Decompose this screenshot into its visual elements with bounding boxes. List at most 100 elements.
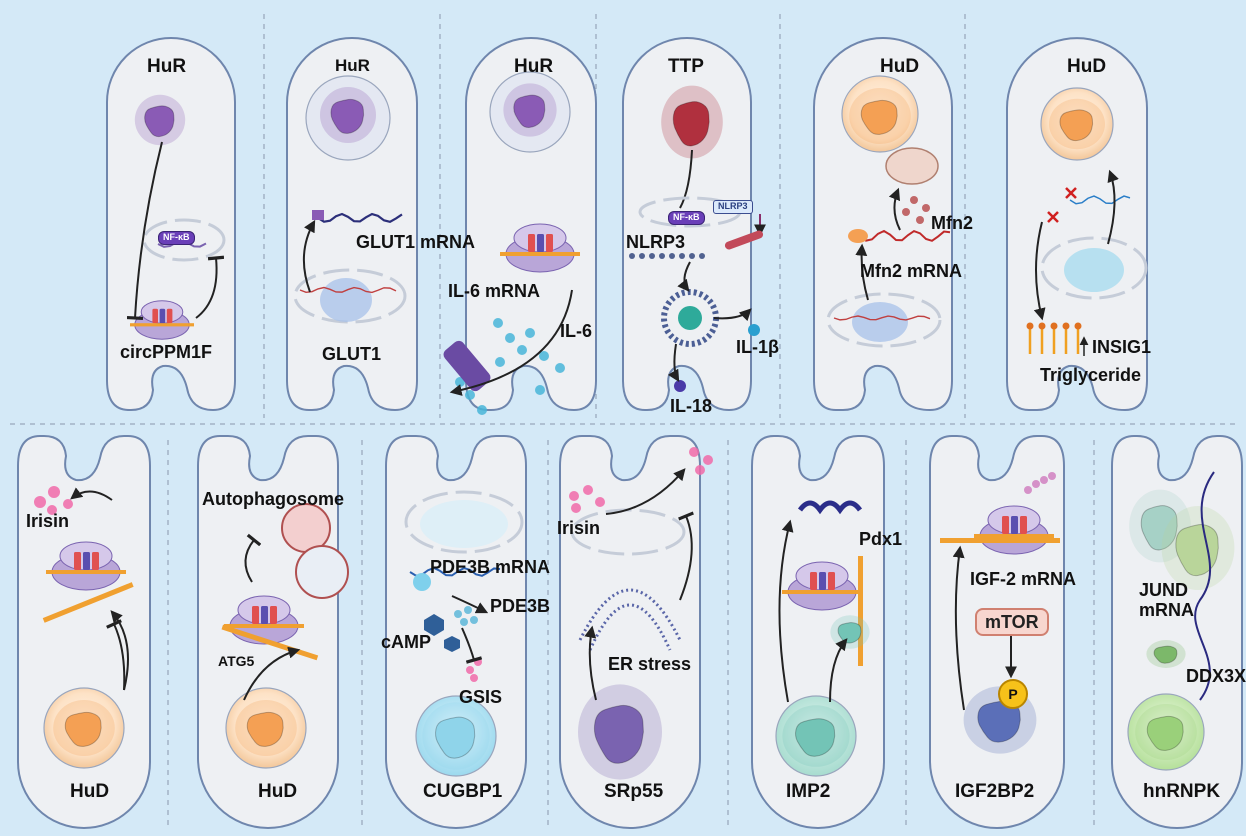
- top-cell-4-label-nlrp3: NLRP3: [626, 233, 685, 251]
- bottom-cell-7-label-ddx3x: DDX3X: [1186, 667, 1246, 685]
- top-cell-4-bead-chain-icon-5: [679, 253, 685, 259]
- top-cell-3-ribosome-icon-trna-1: [537, 234, 544, 252]
- bottom-cell-1-irisin-particles-icon-3: [63, 499, 73, 509]
- top-cell-6-lipid-head-icon-3: [1063, 323, 1070, 330]
- top-cell-6-protein: HuD: [1067, 57, 1106, 76]
- top-cell-4-bead-chain-icon-3: [659, 253, 665, 259]
- top-cell-6-lipid-head-icon-1: [1039, 323, 1046, 330]
- top-cell-3-il6-particles-icon-0: [493, 318, 503, 328]
- top-cell-3-il6-particles-icon-6: [495, 357, 505, 367]
- bottom-cell-3-label-gsis: GSIS: [459, 688, 502, 706]
- bottom-cell-3-cugbp1-bound-icon: [413, 573, 431, 591]
- top-cell-3-il6-particles-icon-10: [477, 405, 487, 415]
- bottom-cell-4-label-irisin: Irisin: [557, 519, 600, 537]
- bottom-cell-5-label-pdx1: Pdx1: [859, 530, 902, 548]
- bottom-cell-5-ribosome-icon-trna-2: [828, 572, 835, 590]
- top-cell-3-ribosome-icon-mrna: [500, 252, 580, 256]
- bottom-cell-4-secreted-irisin-icon-2: [695, 465, 705, 475]
- bottom-cell-3-pde3b-particles-icon-0: [454, 610, 462, 618]
- bottom-cell-6-mtor-pill: mTOR: [975, 608, 1049, 636]
- top-cell-4-bead-chain-icon-6: [689, 253, 695, 259]
- bottom-cell-6-peptide-icon-0: [1024, 486, 1032, 494]
- top-cell-1-ribosome-icon-trna-1: [160, 309, 166, 323]
- bottom-cell-2-label-autophagosome: Autophagosome: [202, 490, 344, 508]
- bottom-cell-6-ribosome-icon-trna-2: [1020, 516, 1027, 534]
- bottom-cell-4-secreted-irisin-icon-1: [703, 455, 713, 465]
- bottom-cell-6-ribosome-icon-trna-0: [1002, 516, 1009, 534]
- bottom-cell-6-peptide-icon-1: [1032, 480, 1040, 488]
- bottom-cell-3-gsis-particles-icon-1: [474, 658, 482, 666]
- top-cell-4-inflammasome-core-icon: [678, 306, 702, 330]
- bottom-cell-4-irisin-particles-icon-3: [595, 497, 605, 507]
- top-cell-5-mitochondrion-icon: [886, 148, 938, 184]
- top-cell-2-glut1-ribosome-icon: [320, 278, 372, 322]
- bottom-cell-2-lysosome-icon: [296, 546, 348, 598]
- bottom-cell-2-autophagosome-icon: [282, 504, 330, 552]
- bottom-cell-3-gsis-particles-icon-2: [470, 674, 478, 682]
- top-cell-6-ribosome-icon: [1064, 248, 1124, 292]
- bottom-cell-5-ribosome-icon-mrna: [782, 590, 862, 594]
- top-cell-5-ribosome-icon: [852, 302, 908, 342]
- bottom-cell-6-protein: IGF2BP2: [955, 782, 1034, 801]
- top-cell-3-il6-particles-icon-3: [517, 345, 527, 355]
- bottom-cell-4-protein: SRp55: [604, 782, 663, 801]
- bottom-cell-4-label-er-stress: ER stress: [608, 655, 691, 673]
- top-cell-2-label-glut1: GLUT1: [322, 345, 381, 363]
- bottom-cell-3-label-camp: cAMP: [381, 633, 431, 651]
- top-cell-3-label-il6-mrna: IL-6 mRNA: [448, 282, 540, 300]
- top-cell-5-hud-bound-icon: [848, 229, 868, 243]
- bottom-cell-7-protein: hnRNPK: [1143, 782, 1220, 801]
- top-cell-4-nlrp3-tag: NLRP3: [713, 200, 753, 214]
- bottom-cell-4-irisin-particles-icon-0: [569, 491, 579, 501]
- bottom-cell-2-ribosome-icon-trna-0: [252, 606, 259, 624]
- bottom-cell-1-ribosome-icon-trna-2: [92, 552, 99, 570]
- bottom-cell-1-irisin-particles-icon-0: [34, 496, 46, 508]
- top-cell-2-label-glut1-mrna: GLUT1 mRNA: [356, 233, 475, 251]
- bottom-cell-6-peptide-icon-3: [1048, 472, 1056, 480]
- bottom-cell-6-ribosome-icon-mrna: [974, 534, 1054, 538]
- top-cell-5-protein: HuD: [880, 57, 919, 76]
- top-cell-4-bead-chain-icon-4: [669, 253, 675, 259]
- top-cell-3-il6-particles-icon-8: [465, 390, 475, 400]
- bottom-cell-3-pde3b-particles-icon-2: [460, 618, 468, 626]
- bottom-cell-7-label-jund-mrna: JUND mRNA: [1139, 581, 1194, 621]
- top-cell-4-bead-chain-icon-0: [629, 253, 635, 259]
- top-cell-3-il6-particles-icon-2: [525, 328, 535, 338]
- top-cell-1-protein: HuR: [147, 57, 186, 76]
- bottom-cell-4-secreted-irisin-icon-0: [689, 447, 699, 457]
- top-cell-2-hur-bound-icon: [312, 210, 324, 220]
- top-cell-4-label-il18: IL-18: [670, 397, 712, 415]
- top-cell-5-mfn2-particles-icon-0: [910, 196, 918, 204]
- bottom-cell-6-peptide-icon-2: [1040, 476, 1048, 484]
- bottom-cell-4-irisin-particles-icon-1: [583, 485, 593, 495]
- top-cell-1-ribosome-icon-trna-0: [152, 309, 158, 323]
- top-cell-3-ribosome-icon-trna-0: [528, 234, 535, 252]
- top-cell-4-bead-chain-icon-1: [639, 253, 645, 259]
- bottom-cell-2-ribosome-icon-trna-2: [270, 606, 277, 624]
- bottom-cell-4-irisin-particles-icon-2: [571, 503, 581, 513]
- top-cell-3-label-il6: IL-6: [560, 322, 592, 340]
- top-cell-3-ribosome-icon-trna-2: [546, 234, 553, 252]
- top-cell-3-protein: HuR: [514, 57, 553, 76]
- top-cell-5-mfn2-particles-icon-3: [916, 216, 924, 224]
- top-cell-5-mfn2-particles-icon-2: [902, 208, 910, 216]
- top-cell-5-mfn2-particles-icon-1: [922, 204, 930, 212]
- bottom-cell-6-label-igf2-mrna: IGF-2 mRNA: [970, 570, 1076, 588]
- top-cell-2-protein: HuR: [335, 57, 370, 74]
- bottom-cell-1-ribosome-icon-mrna: [46, 570, 126, 574]
- bottom-cell-6-phospho-icon: P: [998, 679, 1028, 709]
- bottom-cell-3-protein: CUGBP1: [423, 782, 502, 801]
- bottom-cell-2-ribosome-icon-mrna: [224, 624, 304, 628]
- top-cell-4-label-il1b: IL-1β: [736, 338, 779, 356]
- top-cell-6-lipid-head-icon-0: [1027, 323, 1034, 330]
- bottom-cell-5-ribosome-icon-trna-1: [819, 572, 826, 590]
- bottom-cell-3-ribosome-icon: [420, 500, 508, 548]
- top-cell-6-lipid-head-icon-2: [1051, 323, 1058, 330]
- top-cell-3-il6-particles-icon-7: [535, 385, 545, 395]
- top-cell-1-label-circppm1f: circPPM1F: [120, 343, 212, 361]
- bottom-cell-3-label-pde3b-mrna: PDE3B mRNA: [430, 558, 550, 576]
- bottom-cell-3-pde3b-particles-icon-3: [470, 616, 478, 624]
- top-cell-4-il1b-dot-icon: [748, 324, 760, 336]
